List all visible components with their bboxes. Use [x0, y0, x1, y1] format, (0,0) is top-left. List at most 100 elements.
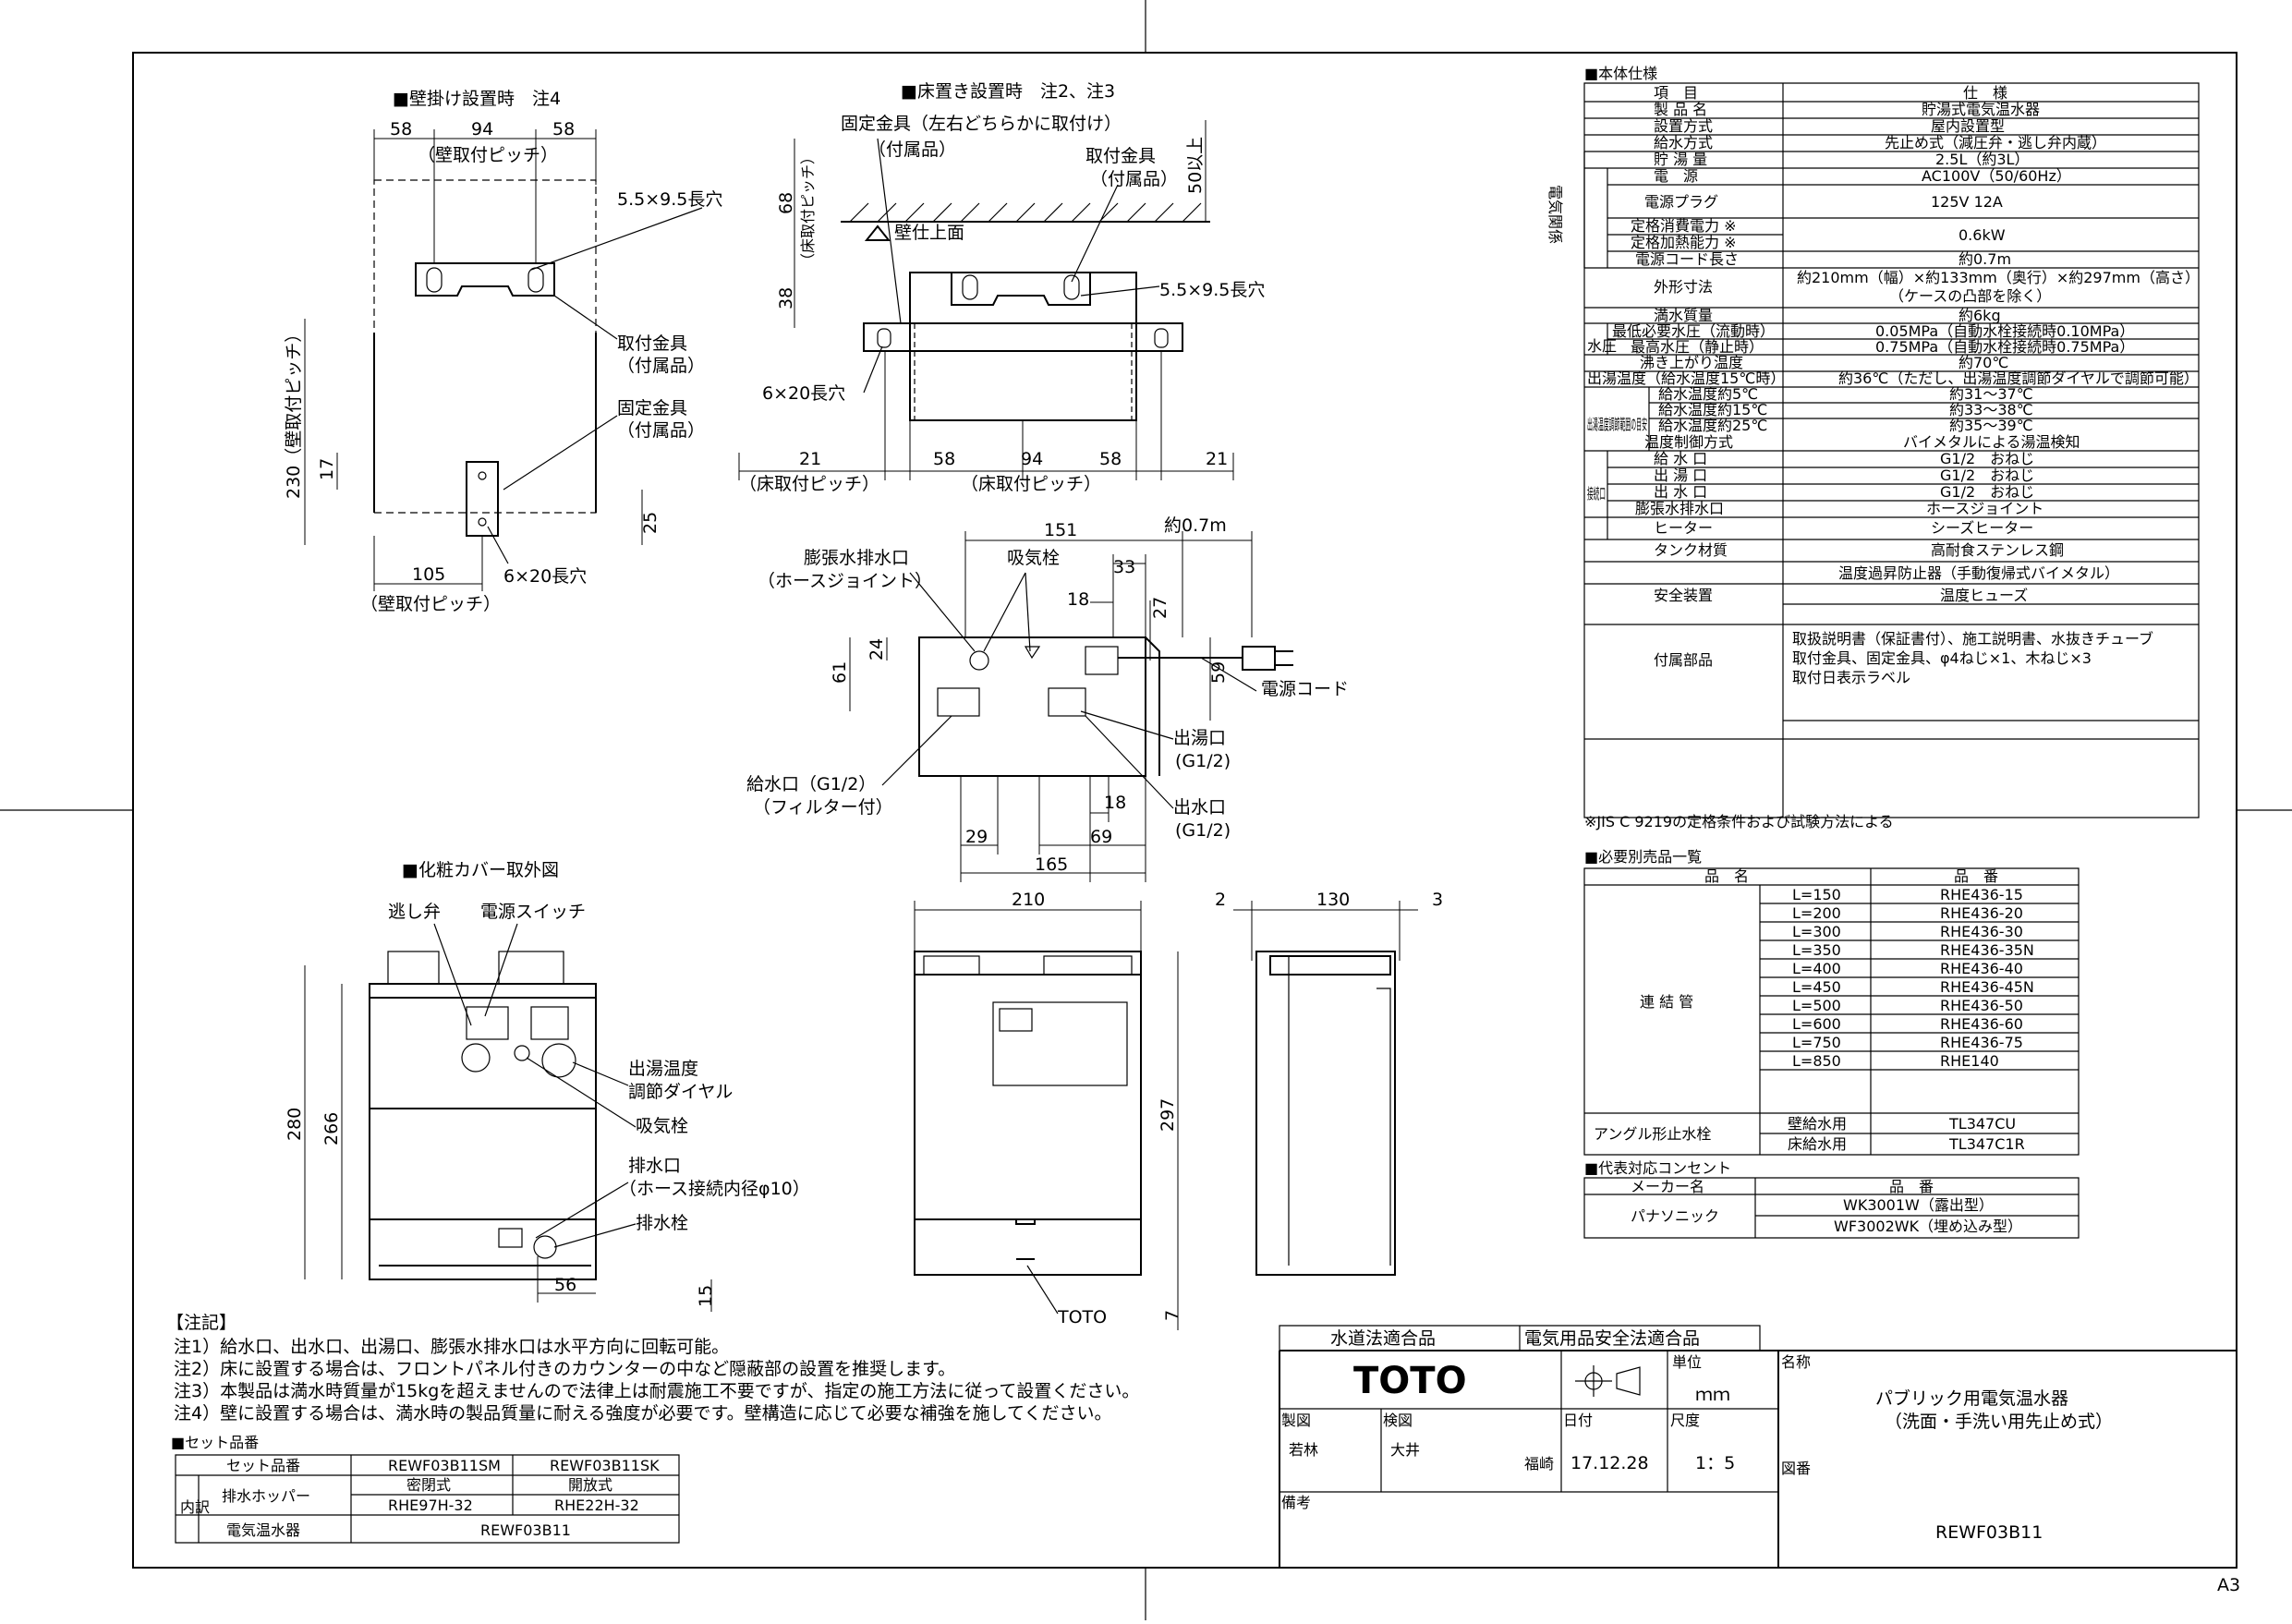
svg-text:定格加熱能力 ※: 定格加熱能力 ※ — [1631, 234, 1737, 251]
svg-text:56: 56 — [554, 1275, 576, 1295]
svg-text:2: 2 — [1215, 890, 1226, 910]
svg-text:（壁取付ピッチ）: （壁取付ピッチ） — [360, 594, 501, 614]
svg-text:68: 68 — [776, 192, 796, 214]
svg-text:日付: 日付 — [1563, 1412, 1593, 1429]
svg-text:（壁取付ピッチ）: （壁取付ピッチ） — [418, 145, 558, 165]
svg-text:ヒーター: ヒーター — [1654, 519, 1713, 537]
svg-text:電気用品安全法適合品: 電気用品安全法適合品 — [1524, 1328, 1700, 1349]
svg-text:REWF03B11: REWF03B11 — [1935, 1522, 2043, 1543]
svg-text:24: 24 — [867, 638, 887, 661]
svg-text:（床取付ピッチ）: （床取付ピッチ） — [739, 474, 879, 494]
svg-text:最高水圧（静止時）: 最高水圧（静止時） — [1631, 338, 1764, 356]
svg-text:アングル形止水栓: アングル形止水栓 — [1594, 1125, 1711, 1143]
svg-text:69: 69 — [1090, 827, 1112, 847]
svg-text:0.75MPa（自動水栓接続時0.75MPa）: 0.75MPa（自動水栓接続時0.75MPa） — [1875, 338, 2134, 356]
svg-text:7: 7 — [1162, 1310, 1182, 1321]
svg-text:安全装置: 安全装置 — [1654, 587, 1713, 604]
svg-text:温度過昇防止器（手動復帰式バイメタル）: 温度過昇防止器（手動復帰式バイメタル） — [1838, 564, 2119, 582]
svg-text:注4）壁に設置する場合は、満水時の製品質量に耐える強度が必要: 注4）壁に設置する場合は、満水時の製品質量に耐える強度が必要です。壁構造に応じて… — [174, 1403, 1111, 1424]
svg-text:105: 105 — [412, 564, 445, 585]
svg-text:5.5×9.5長穴: 5.5×9.5長穴 — [617, 189, 722, 210]
svg-text:（付属品）: （付属品） — [617, 356, 705, 376]
svg-text:電気関係: 電気関係 — [1546, 185, 1564, 244]
svg-text:密閉式: 密閉式 — [406, 1476, 451, 1494]
svg-text:※JIS C 9219の定格条件および試験方法による: ※JIS C 9219の定格条件および試験方法による — [1584, 813, 1894, 830]
svg-text:151: 151 — [1044, 520, 1077, 540]
svg-text:電源コード: 電源コード — [1261, 679, 1349, 699]
svg-text:内訳: 内訳 — [180, 1498, 210, 1516]
svg-text:設置方式: 設置方式 — [1654, 117, 1713, 135]
svg-text:G1/2 おねじ: G1/2 おねじ — [1940, 467, 2034, 484]
svg-text:品 番: 品 番 — [1889, 1178, 1934, 1195]
valve-number: TL347C1R — [1948, 1135, 2025, 1153]
svg-text:（床取付ピッチ）: （床取付ピッチ） — [961, 474, 1101, 494]
svg-text:58: 58 — [933, 449, 955, 469]
svg-text:注2）床に設置する場合は、フロントパネル付きのカウンターの中: 注2）床に設置する場合は、フロントパネル付きのカウンターの中など隠蔽部の設置を推… — [174, 1359, 955, 1379]
svg-text:297: 297 — [1158, 1098, 1178, 1132]
svg-text:電源コード長さ: 電源コード長さ — [1635, 250, 1739, 268]
wall-view-title: ■壁掛け設置時 注4 — [393, 89, 561, 109]
svg-text:取付日表示ラベル: 取付日表示ラベル — [1792, 669, 1910, 686]
svg-text:（床取付ピッチ）: （床取付ピッチ） — [799, 150, 817, 268]
svg-text:（フィルター付）: （フィルター付） — [753, 797, 893, 818]
svg-text:取付金具: 取付金具 — [1085, 146, 1156, 166]
svg-text:水道法適合品: 水道法適合品 — [1330, 1328, 1436, 1349]
title-brand: TOTO — [1353, 1360, 1467, 1402]
cover-removed-view: ■化粧カバー取外図 逃し弁 電源スイッチ 出湯温度 調節ダイヤル 吸気栓 排水口… — [285, 860, 810, 1312]
svg-text:パナソニック: パナソニック — [1631, 1207, 1719, 1225]
svg-text:注3）本製品は満水時質量が15kgを超えませんので法律上は耐: 注3）本製品は満水時質量が15kgを超えませんので法律上は耐震施工不要ですが、指… — [174, 1381, 1139, 1401]
svg-text:58: 58 — [390, 119, 412, 139]
svg-text:59: 59 — [1208, 661, 1229, 684]
part-length: L=850 — [1792, 1052, 1841, 1070]
part-number: RHE436-20 — [1940, 904, 2023, 922]
svg-text:【注記】: 【注記】 — [166, 1313, 236, 1333]
svg-text:外形寸法: 外形寸法 — [1654, 278, 1713, 296]
svg-text:膨張水排水口: 膨張水排水口 — [804, 548, 909, 568]
top-view: 151 約0.7m 電源コード 膨張水排水口 （ホースジョイント） 吸気栓 33… — [746, 515, 1349, 882]
part-length: L=200 — [1792, 904, 1841, 922]
svg-text:最低必要水圧（流動時）: 最低必要水圧（流動時） — [1612, 322, 1775, 340]
part-number: RHE436-75 — [1940, 1034, 2023, 1051]
svg-text:G1/2 おねじ: G1/2 おねじ — [1940, 483, 2034, 501]
set-table: ■セット品番 セット品番 REWF03B11SM REWF03B11SK 内訳 … — [171, 1434, 680, 1544]
part-length: L=600 — [1792, 1015, 1841, 1033]
svg-text:排水ホッパー: 排水ホッパー — [222, 1487, 310, 1505]
svg-text:温度ヒューズ: 温度ヒューズ — [1940, 587, 2028, 604]
notes: 【注記】 注1）給水口、出水口、出湯口、膨張水排水口は水平方向に回転可能。 注2… — [166, 1313, 1139, 1424]
svg-text:出湯温度: 出湯温度 — [628, 1059, 698, 1079]
svg-text:58: 58 — [552, 119, 575, 139]
svg-text:逃し弁: 逃し弁 — [388, 902, 441, 922]
wall-mount-view: ■壁掛け設置時 注4 58 94 58 （壁取付ピッチ） 5.5×9.5長穴 取… — [284, 89, 722, 614]
svg-text:製 品 名: 製 品 名 — [1654, 101, 1707, 118]
svg-text:WF3002WK（埋め込み型）: WF3002WK（埋め込み型） — [1834, 1218, 2022, 1235]
svg-text:吸気栓: 吸気栓 — [636, 1116, 688, 1136]
parts-table: ■必要別売品一覧 品 名 品 番 連 結 管 アングル形止水栓 — [1583, 848, 2080, 1156]
svg-text:REWF03B11SK: REWF03B11SK — [550, 1457, 660, 1474]
svg-text:屋内設置型: 屋内設置型 — [1931, 117, 2005, 135]
svg-text:■セット品番: ■セット品番 — [171, 1434, 259, 1451]
svg-text:水圧: 水圧 — [1587, 337, 1617, 355]
svg-text:280: 280 — [285, 1108, 305, 1141]
part-number: RHE436-60 — [1940, 1015, 2023, 1033]
svg-text:約33～38℃: 約33～38℃ — [1949, 401, 2033, 418]
outlet-table: ■代表対応コンセント メーカー名 品 番 パナソニック WK3001W（露出型）… — [1583, 1159, 2080, 1239]
part-number: RHE436-40 — [1940, 960, 2023, 977]
svg-text:出 水 口: 出 水 口 — [1654, 483, 1707, 501]
svg-text:約210mm（幅）×約133mm（奥行）×約297mm（高さ: 約210mm（幅）×約133mm（奥行）×約297mm（高さ） — [1797, 269, 2200, 286]
svg-text:給水温度約5℃: 給水温度約5℃ — [1658, 385, 1758, 403]
svg-text:61: 61 — [830, 661, 850, 684]
svg-text:REWF03B11SM: REWF03B11SM — [388, 1457, 501, 1474]
svg-text:18: 18 — [1067, 589, 1089, 610]
svg-text:先止め式（減圧弁・逃し弁内蔵）: 先止め式（減圧弁・逃し弁内蔵） — [1885, 134, 2106, 151]
svg-text:注1）給水口、出水口、出湯口、膨張水排水口は水平方向に回転可: 注1）給水口、出水口、出湯口、膨張水排水口は水平方向に回転可能。 — [174, 1337, 729, 1357]
svg-text:約70℃: 約70℃ — [1959, 354, 2008, 371]
svg-text:給 水 口: 給 水 口 — [1654, 450, 1707, 467]
svg-text:給水温度約15℃: 給水温度約15℃ — [1658, 401, 1767, 418]
svg-text:（ケースの凸部を除く）: （ケースの凸部を除く） — [1889, 287, 2051, 305]
svg-text:1：5: 1：5 — [1695, 1453, 1735, 1473]
svg-text:接続口: 接続口 — [1587, 485, 1606, 503]
svg-text:27: 27 — [1150, 597, 1170, 619]
svg-text:出湯温度調節範囲の目安: 出湯温度調節範囲の目安 — [1587, 416, 1647, 433]
part-length: L=500 — [1792, 997, 1841, 1014]
svg-text:品 番: 品 番 — [1954, 867, 1998, 885]
